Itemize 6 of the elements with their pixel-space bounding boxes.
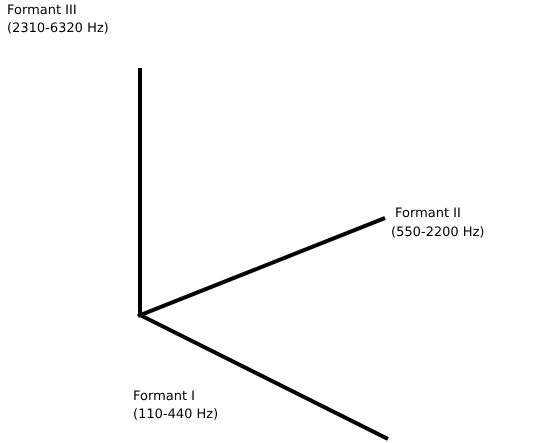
axis-label: (550-2200 Hz) <box>391 225 484 241</box>
axis-label: Formant I <box>133 389 196 405</box>
axis-label: Formant III <box>7 3 77 19</box>
axis-label: (110-440 Hz) <box>133 407 218 423</box>
axis-label: (2310-6320 Hz) <box>7 21 109 37</box>
axis-label: Formant II <box>395 206 461 222</box>
